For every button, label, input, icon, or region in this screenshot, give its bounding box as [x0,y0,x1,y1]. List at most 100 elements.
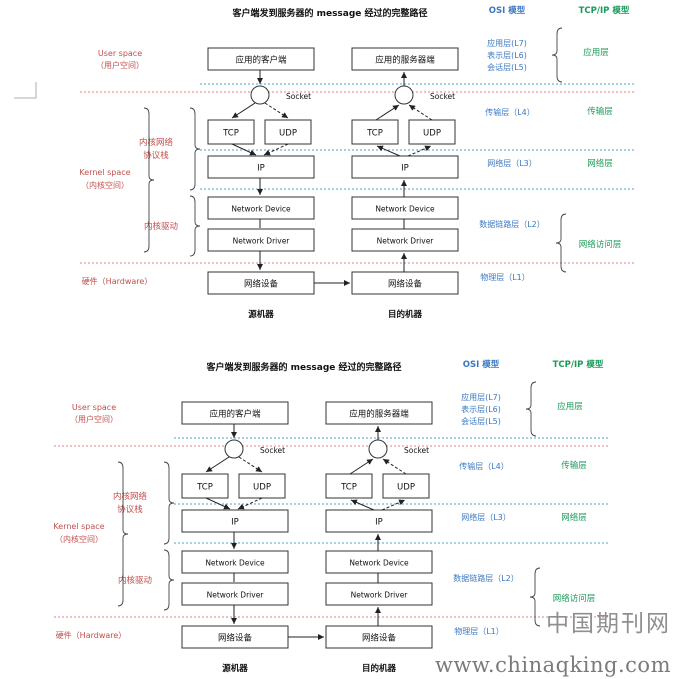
p2-dst-net-device-box-label: Network Device [349,559,409,568]
p2-dst-net-device-box [325,550,433,574]
p2-dst-tcp-box [325,473,373,499]
p1-osi-l4: 传输层（L4） [485,107,535,117]
p1-source-label: 源机器 [248,309,274,320]
p1-dst-ip-box-label: IP [401,164,409,174]
p1-osi-l2: 数据链路层（L2） [479,219,545,229]
p2-server-app-box [325,401,433,425]
p1-dst-tcp-box [351,119,399,145]
p2-brace-access [529,567,541,627]
p1-src-arrow-socket-tcp [231,102,256,119]
p2-src-socket-circle [224,439,244,459]
p2-osi-l1: 物理层（L1） [454,626,504,636]
p1-dest-label: 目的机器 [388,309,423,320]
p2-dst-net-driver-box [325,582,433,606]
p1-src-net-device-box-label: Network Device [231,205,291,214]
p2-src-arrow-udp-ip [237,497,263,510]
p2-osi-l4: 传输层（L4） [459,461,509,471]
p1-kernel-driver: 内核驱动 [144,221,179,232]
p2-user-space: User space [72,403,116,412]
p2-dst-socket-label: Socket [404,446,429,455]
p2-dst-udp-box-label: UDP [397,483,415,493]
p1-kernel-space-cn: （内核空间） [81,180,129,190]
p2-brace-stack [163,461,175,545]
p2-dst-ip-box-label: IP [375,518,383,528]
p2-dst-net-driver-box-label: Network Driver [351,591,409,600]
p1-src-tcp-box-label: TCP [222,129,239,139]
p1-dst-udp-box [408,119,456,145]
p1-brace-driver [189,195,201,257]
p2-src-hw-box-label: 网络设备 [218,633,253,644]
p2-kernel-driver: 内核驱动 [118,575,153,586]
p1-src-net-driver-box-label: Network Driver [233,237,291,246]
p2-src-ip-box-label: IP [231,518,239,528]
p2-tcpip-network: 网络层 [561,512,587,523]
p1-title: 客户端发到服务器的 message 经过的完整路径 [231,7,427,19]
p1-osi-header: OSI 模型 [489,5,526,16]
p1-dst-net-driver-box [351,228,459,252]
p2-brace-kernel [117,461,129,607]
p2-dest-label: 目的机器 [362,663,397,674]
p1-kernel-space: Kernel space [79,168,130,177]
p2-kernel-space: Kernel space [53,522,104,531]
p1-client-app-box [207,47,315,71]
p1-dst-arrow-ip-tcp [376,145,401,157]
p2-src-net-driver-box [181,582,289,606]
p1-tcpip-network: 网络层 [587,158,613,169]
p1-dst-net-device-box-label: Network Device [375,205,435,214]
p2-src-ip-box [181,509,289,533]
corner-mark [14,82,37,99]
p1-dst-hw-box [351,271,459,295]
p1-src-udp-box [264,119,312,145]
p1-dst-ip-box [351,155,459,179]
p1-tcpip-access: 网络访问层 [579,239,622,250]
p2-kernel-stack-1: 内核网络 [113,491,148,502]
p2-osi-l2: 数据链路层（L2） [453,573,519,583]
p2-src-arrow-socket-tcp [205,456,230,473]
p1-osi-l7: 应用层(L7) [487,38,527,48]
p1-dst-udp-box-label: UDP [423,129,441,139]
p2-kernel-stack-2: 协议栈 [117,504,143,515]
p2-client-app-box-label: 应用的客户端 [209,409,261,420]
p1-src-hw-box-label: 网络设备 [244,279,279,290]
p2-dst-hw-box [325,625,433,649]
p2-src-udp-box-label: UDP [253,483,271,493]
p1-src-tcp-box [207,119,255,145]
p2-src-udp-box [238,473,286,499]
p1-src-ip-box [207,155,315,179]
p2-src-net-device-box-label: Network Device [205,559,265,568]
p2-tcpip-access: 网络访问层 [553,593,596,604]
p1-osi-l1: 物理层（L1） [480,272,530,282]
p1-dst-tcp-box-label: TCP [366,129,383,139]
p1-brace-app [551,27,563,83]
p2-src-tcp-box [181,473,229,499]
p2-brace-app [525,381,537,437]
p2-src-arrow-socket-udp [238,456,263,473]
p1-tcpip-header: TCP/IP 模型 [579,5,630,16]
p1-brace-access [555,213,567,273]
p1-osi-l5: 会话层(L5) [487,62,527,72]
p1-tcpip-app: 应用层 [583,47,609,58]
p1-dst-socket-label: Socket [430,92,455,101]
p1-src-arrow-tcp-ip [231,143,257,156]
p2-dst-arrow-ip-tcp [350,499,375,511]
p2-tcpip-app: 应用层 [557,401,583,412]
p1-dst-arrow-udp-socket [408,104,433,121]
p2-osi-l5: 会话层(L5) [461,416,501,426]
p2-tcpip-header: TCP/IP 模型 [553,359,604,370]
p2-server-app-box-label: 应用的服务器端 [349,409,409,420]
p2-client-app-box [181,401,289,425]
p1-kernel-stack-1: 内核网络 [139,137,174,148]
p1-user-space: User space [98,49,142,58]
p2-osi-header: OSI 模型 [463,359,500,370]
p2-dst-arrow-udp-socket [382,458,407,475]
p2-dst-hw-box-label: 网络设备 [362,633,397,644]
p2-source-label: 源机器 [222,663,248,674]
p2-brace-driver [163,549,175,611]
p1-client-app-box-label: 应用的客户端 [235,55,287,66]
p2-src-net-driver-box-label: Network Driver [207,591,265,600]
p2-tcpip-transport: 传输层 [561,460,587,471]
p1-dst-hw-box-label: 网络设备 [388,279,423,290]
p2-src-arrow-tcp-ip [205,497,231,510]
p2-kernel-space-cn: （内核空间） [55,534,103,544]
p1-dst-arrow-tcp-socket [375,104,400,121]
